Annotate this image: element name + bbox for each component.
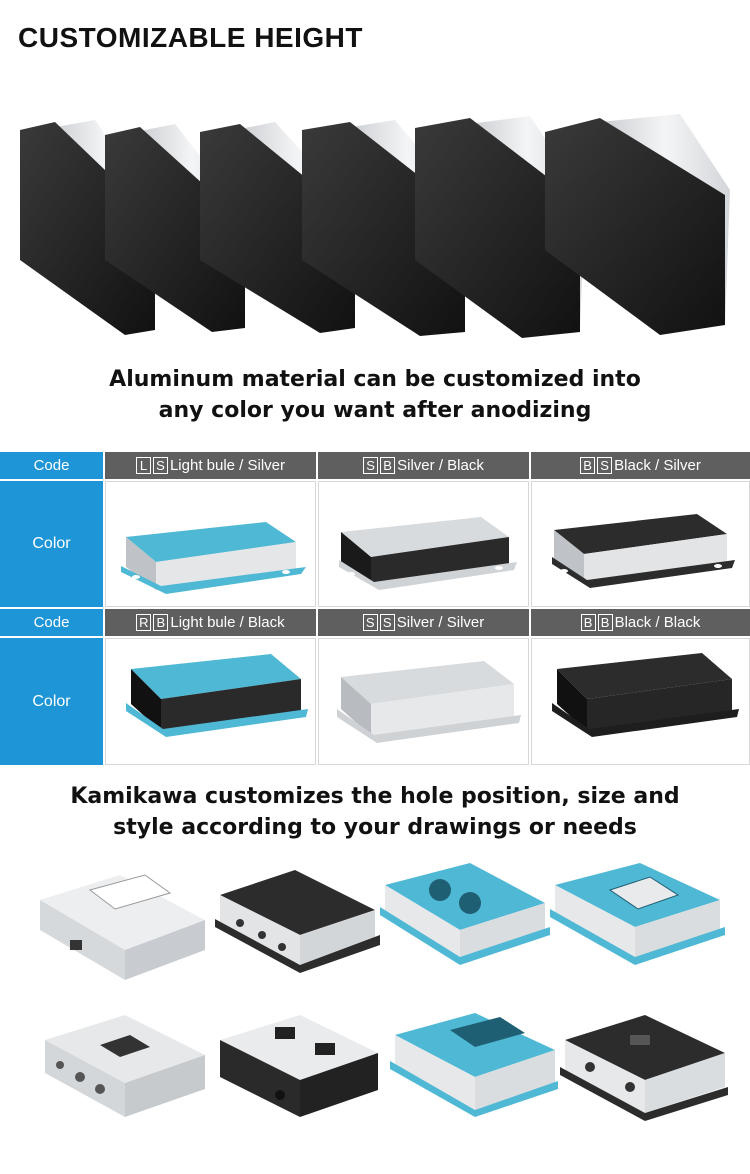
anodizing-caption: Aluminum material can be customized into… bbox=[0, 364, 750, 426]
page-title: CUSTOMIZABLE HEIGHT bbox=[18, 22, 363, 53]
code-letter: R bbox=[136, 614, 152, 631]
code-letter: B bbox=[580, 457, 596, 474]
code-letter: B bbox=[380, 457, 396, 474]
code-header: Code bbox=[0, 609, 103, 636]
code-letter: B bbox=[580, 614, 596, 631]
enclosure-light-blue-silver bbox=[105, 481, 316, 607]
height-variants-image bbox=[20, 114, 730, 338]
code-letter: S bbox=[152, 457, 168, 474]
custom-enclosure-blue-square bbox=[550, 863, 725, 965]
code-letter: S bbox=[363, 457, 379, 474]
custom-enclosure-blue-round-holes bbox=[380, 863, 550, 965]
code-header: Code bbox=[0, 452, 103, 479]
code-text: Silver / Silver bbox=[396, 614, 485, 631]
custom-enclosures-image bbox=[40, 863, 728, 1121]
enclosure-silver-silver bbox=[318, 638, 529, 765]
code-letter: B bbox=[597, 614, 613, 631]
code-text: Black / Silver bbox=[614, 457, 701, 474]
custom-enclosure-blue-rect bbox=[390, 1013, 558, 1117]
caption-line-2: style according to your drawings or need… bbox=[113, 815, 637, 840]
caption-line-2: any color you want after anodizing bbox=[158, 398, 592, 423]
code-letter: S bbox=[597, 457, 613, 474]
enclosure-black-silver bbox=[531, 481, 750, 607]
enclosure-silver-black bbox=[318, 481, 529, 607]
enclosure-2 bbox=[105, 124, 250, 332]
enclosure-3 bbox=[200, 122, 360, 333]
color-label: Color bbox=[0, 481, 103, 607]
custom-enclosure-white-display bbox=[40, 874, 205, 980]
code-text: Black / Black bbox=[614, 614, 701, 631]
code-text: Light bule / Black bbox=[170, 614, 285, 631]
caption-line-1: Aluminum material can be customized into bbox=[109, 367, 641, 392]
custom-holes-caption: Kamikawa customizes the hole position, s… bbox=[0, 781, 750, 843]
code-letter: B bbox=[153, 614, 169, 631]
code-text: Light bule / Silver bbox=[169, 457, 286, 474]
custom-enclosure-black-holes bbox=[215, 870, 380, 973]
color-label: Color bbox=[0, 638, 103, 765]
enclosure-black-black bbox=[531, 638, 750, 765]
custom-enclosure-silver-panel bbox=[45, 1015, 205, 1117]
code-letter: S bbox=[362, 614, 378, 631]
code-letter: S bbox=[379, 614, 395, 631]
custom-enclosure-black-printed bbox=[560, 1015, 728, 1121]
enclosure-6 bbox=[545, 114, 730, 335]
code-text: Silver / Black bbox=[397, 457, 484, 474]
enclosure-light-blue-black bbox=[105, 638, 316, 765]
caption-line-1: Kamikawa customizes the hole position, s… bbox=[70, 784, 680, 809]
custom-enclosure-white-black bbox=[220, 1015, 378, 1117]
code-letter: L bbox=[135, 457, 151, 474]
